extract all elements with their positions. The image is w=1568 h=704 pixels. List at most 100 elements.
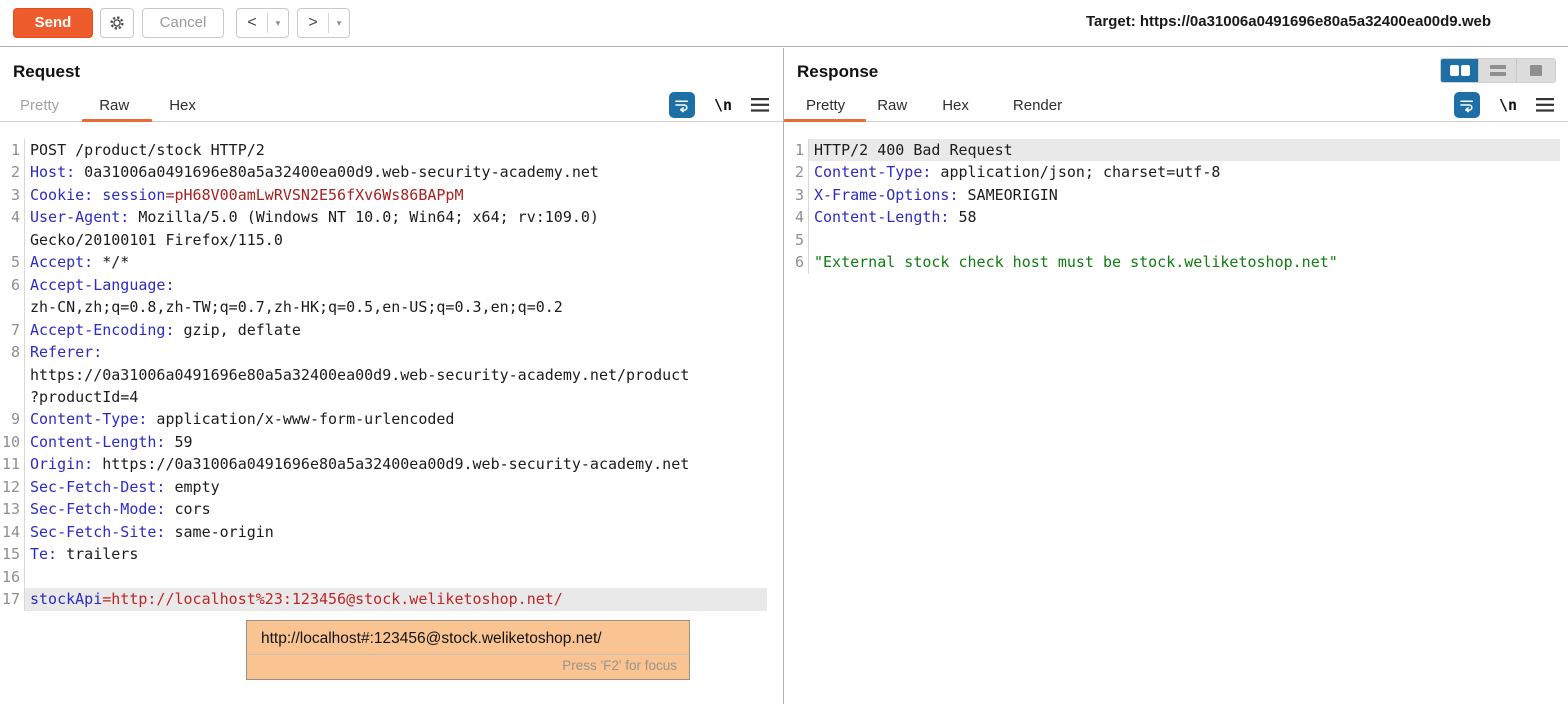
send-button[interactable]: Send [13, 8, 93, 38]
response-editor-icons: \n [1453, 92, 1554, 118]
word-wrap-toggle-button[interactable] [1453, 92, 1480, 118]
line-content[interactable]: Origin: https://0a31006a0491696e80a5a324… [30, 455, 690, 474]
editor-line[interactable]: 6"External stock check host must be stoc… [784, 251, 1560, 274]
cancel-button[interactable]: Cancel [142, 8, 224, 38]
word-wrap-icon [1460, 100, 1473, 113]
editor-menu-button[interactable] [1536, 98, 1554, 112]
settings-button[interactable] [100, 8, 134, 38]
request-tab-pretty[interactable]: Pretty [20, 96, 60, 114]
line-content[interactable]: User-Agent: Mozilla/5.0 (Windows NT 10.0… [30, 208, 599, 227]
line-content[interactable]: ?productId=4 [30, 387, 139, 406]
editor-line[interactable]: 2 Content-Type: application/json; charset… [784, 161, 1560, 184]
line-content[interactable]: Accept-Encoding: gzip, deflate [30, 320, 301, 339]
button-separator [267, 13, 268, 33]
line-content[interactable]: https://0a31006a0491696e80a5a32400ea00d9… [30, 365, 690, 384]
single-pane-layout-button[interactable] [1517, 59, 1555, 82]
editor-line[interactable]: 11 Origin: https://0a31006a0491696e80a5a3… [0, 453, 767, 476]
line-content[interactable]: Sec-Fetch-Site: same-origin [30, 522, 274, 541]
editor-menu-button[interactable] [751, 98, 769, 112]
editor-line[interactable]: https://0a31006a0491696e80a5a32400ea00d9… [0, 363, 767, 386]
line-content[interactable]: Cookie: session=pH68V00amLwRVSN2E56fXv6W… [30, 185, 464, 204]
line-content[interactable]: "External stock check host must be stock… [814, 253, 1338, 272]
line-content[interactable]: Content-Type: application/x-www-form-url… [30, 410, 455, 429]
editor-line[interactable]: ?productId=4 [0, 385, 767, 409]
request-tab-raw[interactable]: Raw [99, 96, 130, 114]
rows-layout-button[interactable] [1479, 59, 1517, 82]
back-dropdown-arrow[interactable]: ▾ [275, 17, 281, 28]
show-newlines-button[interactable]: \n [713, 96, 732, 114]
line-number: 1 [784, 139, 809, 162]
gear-icon [110, 16, 124, 30]
panel-splitter[interactable] [783, 48, 784, 704]
line-content[interactable]: zh-CN,zh;q=0.8,zh-TW;q=0.7,zh-HK;q=0.5,e… [30, 298, 563, 317]
editor-line[interactable]: 3 X-Frame-Options: SAMEORIGIN [784, 183, 1560, 207]
editor-line[interactable]: 16 [0, 565, 767, 589]
line-content[interactable]: Content-Length: 59 [30, 432, 193, 451]
line-number [0, 228, 25, 252]
line-content[interactable]: stockApi=http://localhost%23:123456@stoc… [25, 588, 767, 611]
line-number: 2 [784, 161, 809, 184]
line-number: 16 [0, 565, 25, 589]
line-content[interactable]: X-Frame-Options: SAMEORIGIN [814, 185, 1058, 204]
line-content[interactable]: Sec-Fetch-Dest: empty [30, 477, 220, 496]
word-wrap-toggle-button[interactable] [668, 92, 695, 118]
response-tab-hex[interactable]: Hex [942, 96, 969, 114]
editor-line[interactable]: zh-CN,zh;q=0.8,zh-TW;q=0.7,zh-HK;q=0.5,e… [0, 296, 767, 319]
forward-button[interactable]: > [308, 14, 318, 31]
response-tab-render[interactable]: Render [1012, 96, 1063, 114]
line-content[interactable]: Referer: [30, 343, 103, 362]
line-content[interactable]: Content-Length: 58 [814, 208, 977, 227]
line-number: 17 [0, 588, 25, 611]
line-number [0, 385, 25, 409]
editor-line[interactable]: 5 [784, 228, 1560, 252]
response-tab-raw[interactable]: Raw [877, 96, 908, 114]
line-content[interactable]: Sec-Fetch-Mode: cors [30, 500, 211, 519]
request-editor-icons: \n [668, 92, 769, 118]
hamburger-menu-icon [1536, 98, 1554, 112]
line-content[interactable]: POST /product/stock HTTP/2 [30, 141, 265, 159]
rows-layout-icon [1489, 65, 1506, 76]
forward-dropdown-arrow[interactable]: ▾ [336, 17, 342, 28]
line-content[interactable]: Host: 0a31006a0491696e80a5a32400ea00d9.w… [30, 163, 599, 182]
button-separator [328, 13, 329, 33]
request-tab-hex[interactable]: Hex [169, 96, 196, 114]
line-number: 3 [784, 183, 809, 207]
editor-line[interactable]: Gecko/20100101 Firefox/115.0 [0, 228, 767, 252]
focus-hint-text: Press 'F2' for focus [247, 654, 689, 679]
line-content[interactable] [25, 566, 767, 588]
line-number: 11 [0, 453, 25, 476]
line-content[interactable]: Accept: */* [30, 253, 130, 272]
line-content[interactable]: Content-Type: application/json; charset=… [814, 163, 1221, 182]
line-content[interactable] [809, 229, 1560, 251]
line-content[interactable]: Accept-Language: [30, 275, 175, 294]
back-button[interactable]: < [247, 14, 257, 31]
response-panel-title: Response [797, 62, 879, 81]
layout-switcher [1440, 58, 1556, 83]
columns-layout-button[interactable] [1441, 59, 1479, 82]
show-newlines-button[interactable]: \n [1498, 96, 1517, 114]
line-content[interactable]: Gecko/20100101 Firefox/115.0 [30, 230, 283, 249]
line-content[interactable]: Te: trailers [30, 545, 139, 564]
response-tab-pretty[interactable]: Pretty [806, 96, 846, 114]
word-wrap-icon [675, 100, 688, 113]
line-content[interactable]: HTTP/2 400 Bad Request [809, 139, 1560, 162]
